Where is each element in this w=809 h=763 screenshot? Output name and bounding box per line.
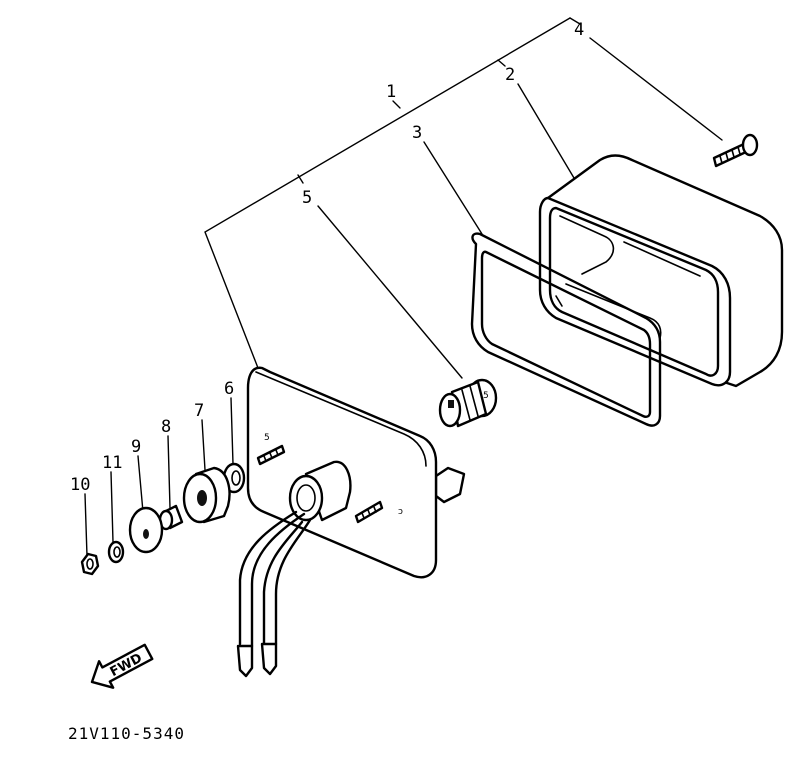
- stud-mark: 5: [264, 433, 270, 443]
- leader-6: [230, 397, 234, 465]
- grommet-part: [182, 466, 231, 524]
- nut-part: [80, 552, 100, 576]
- gasket-part: [470, 232, 662, 427]
- leader-4: [589, 37, 723, 141]
- leader-11: [110, 471, 114, 543]
- forward-arrow-icon: FWD: [90, 643, 154, 689]
- callout-leader-lines: [84, 37, 723, 557]
- lens-housing-part: [538, 154, 784, 388]
- callout-8: 8: [161, 417, 171, 437]
- leader-10: [84, 493, 88, 557]
- callout-10: 10: [70, 475, 90, 495]
- diagram-part-code: 21V110-5340: [68, 724, 185, 743]
- bulb-part: 5: [438, 378, 498, 428]
- collar-part: [158, 504, 184, 531]
- callout-9: 9: [131, 437, 141, 457]
- callout-3: 3: [412, 123, 422, 143]
- callout-bracket-lines: [204, 17, 581, 369]
- leader-9: [137, 455, 144, 513]
- base-plate-part: 5 ɔ: [236, 366, 466, 678]
- callout-1: 1: [386, 82, 396, 102]
- leader-3: [423, 141, 483, 235]
- screw-part: [712, 133, 759, 168]
- flat-washer-part: [128, 506, 164, 554]
- callout-7: 7: [194, 401, 204, 421]
- lock-washer-part: [107, 540, 125, 564]
- leader-7: [201, 419, 206, 471]
- leader-8: [167, 435, 171, 509]
- callout-labels: 1 2 3 4 5 6 7 8 9 10 11: [70, 20, 584, 495]
- callout-5: 5: [302, 188, 312, 208]
- callout-11: 11: [102, 453, 122, 473]
- svg-text:ɔ: ɔ: [398, 507, 403, 517]
- bulb-mark: 5: [483, 391, 489, 401]
- callout-6: 6: [224, 379, 234, 399]
- callout-4: 4: [574, 20, 584, 40]
- callout-2: 2: [505, 65, 515, 85]
- leader-5: [317, 205, 463, 379]
- leader-2: [517, 83, 575, 179]
